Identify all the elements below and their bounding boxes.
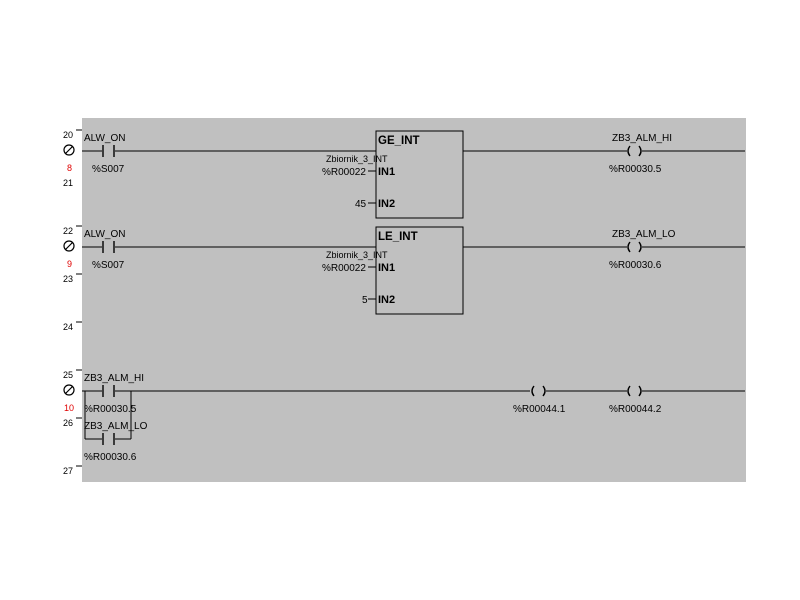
- coil-name: ZB3_ALM_HI: [612, 133, 672, 144]
- line-number-26: 26: [63, 418, 73, 428]
- contact-address: %S007: [92, 260, 125, 271]
- in1-pin: IN1: [378, 166, 395, 178]
- contact2-address: %R00030.6: [84, 452, 137, 463]
- slashed-circle-icon[interactable]: [63, 240, 75, 252]
- coil1-address: %R00044.1: [513, 404, 566, 415]
- coil-icon[interactable]: [627, 145, 642, 157]
- line-number-22: 22: [63, 226, 73, 236]
- block-title: LE_INT: [378, 231, 418, 243]
- in1-pin: IN1: [378, 262, 395, 274]
- no-contact-icon[interactable]: [102, 145, 115, 157]
- rung-number-8: 8: [67, 163, 72, 173]
- in1-address: %R00022: [322, 167, 366, 178]
- no-contact-icon[interactable]: [102, 241, 115, 253]
- in2-value: 45: [355, 199, 367, 210]
- contact-address: %S007: [92, 164, 125, 175]
- rung-2[interactable]: ALW_ON %S007 LE_INT Zbiornik_3_INT %R000…: [82, 226, 745, 315]
- coil-icon[interactable]: [627, 241, 642, 253]
- ge-int-block[interactable]: [375, 130, 464, 219]
- contact1-address: %R00030.5: [84, 404, 137, 415]
- rung-3[interactable]: ZB3_ALM_HI %R00030.5 ZB3_ALM_LO %R00030.…: [82, 373, 745, 463]
- coil-address: %R00030.5: [609, 164, 662, 175]
- coil-address: %R00030.6: [609, 260, 662, 271]
- coil2-address: %R00044.2: [609, 404, 662, 415]
- line-number-27: 27: [63, 466, 73, 476]
- in1-variable: Zbiornik_3_INT: [326, 154, 388, 164]
- slashed-circle-icon[interactable]: [63, 384, 75, 396]
- block-title: GE_INT: [378, 135, 420, 147]
- line-number-25: 25: [63, 370, 73, 380]
- no-contact-icon[interactable]: [102, 433, 115, 445]
- rung-1[interactable]: ALW_ON %S007 GE_INT Zbiornik_3_INT %R000…: [82, 130, 745, 219]
- in2-pin: IN2: [378, 294, 395, 306]
- contact2-name: ZB3_ALM_LO: [84, 421, 148, 432]
- contact1-name: ZB3_ALM_HI: [84, 373, 144, 384]
- coil-name: ZB3_ALM_LO: [612, 229, 676, 240]
- le-int-block[interactable]: [375, 226, 464, 315]
- contact-name: ALW_ON: [84, 229, 126, 240]
- rung-number-10: 10: [64, 403, 74, 413]
- in2-value: 5: [362, 295, 368, 306]
- contact-name: ALW_ON: [84, 133, 126, 144]
- line-number-24: 24: [63, 322, 73, 332]
- in1-variable: Zbiornik_3_INT: [326, 250, 388, 260]
- coil-icon[interactable]: [627, 385, 642, 397]
- rung-number-9: 9: [67, 259, 72, 269]
- line-number-23: 23: [63, 274, 73, 284]
- coil-icon[interactable]: [531, 385, 546, 397]
- in2-pin: IN2: [378, 198, 395, 210]
- line-number-20: 20: [63, 130, 73, 140]
- slashed-circle-icon[interactable]: [63, 144, 75, 156]
- in1-address: %R00022: [322, 263, 366, 274]
- no-contact-icon[interactable]: [102, 385, 115, 397]
- line-number-21: 21: [63, 178, 73, 188]
